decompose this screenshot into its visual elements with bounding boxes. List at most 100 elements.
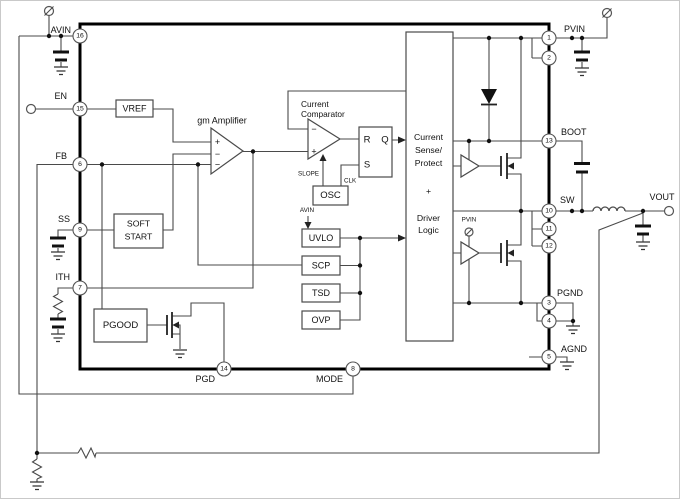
pin-label-sw: SW <box>560 195 575 205</box>
current-comparator-label-1: Current <box>301 99 329 109</box>
wiring-external-left <box>18 15 354 482</box>
pin-number: 14 <box>220 366 228 373</box>
vout-label: VOUT <box>649 192 675 202</box>
vout-terminal <box>663 205 675 217</box>
feedback-lower-resistor <box>31 458 43 480</box>
arrowheads <box>304 136 406 242</box>
pin-11-sw: 11 <box>541 221 557 237</box>
pin-10-sw: 10 <box>541 203 557 219</box>
avin-capacitor <box>53 50 69 62</box>
pin-4-pgnd: 4 <box>541 313 557 329</box>
comp-plus-glyph: + <box>311 147 316 157</box>
main-block-label-3: Protect <box>415 158 443 168</box>
pin-5-agnd: 5 <box>541 349 557 365</box>
pin-label-ith: ITH <box>56 272 71 282</box>
tsd-label: TSD <box>312 288 331 298</box>
soft-start-box <box>113 213 164 249</box>
pin-14-pgd: 14 <box>216 361 232 377</box>
scp-box <box>301 255 341 276</box>
gm-amplifier-label: gm Amplifier <box>197 116 247 126</box>
pin-number: 4 <box>547 318 551 325</box>
boot-capacitor <box>574 162 590 174</box>
uvlo-label: UVLO <box>309 233 334 243</box>
pin-1-pvin: 1 <box>541 30 557 46</box>
pin-label-en: EN <box>54 91 67 101</box>
pin-16-avin: 16 <box>72 28 88 44</box>
main-block-label-6: Logic <box>418 225 439 235</box>
ss-capacitor <box>50 236 66 248</box>
amp-plus-glyph: + <box>215 137 220 147</box>
pin-8-mode: 8 <box>345 361 361 377</box>
main-block-label-2: Sense/ <box>415 145 443 155</box>
ith-resistor <box>52 293 64 315</box>
latch-q-arrow <box>398 136 406 144</box>
ovp-label: OVP <box>311 315 330 325</box>
high-side-mosfet <box>500 153 514 179</box>
pin-label-ss: SS <box>58 214 70 224</box>
protect-bus-arrow <box>398 234 406 242</box>
scp-label: SCP <box>312 261 331 271</box>
output-inductor <box>592 206 626 212</box>
pvin-driver-label: PVIN <box>462 217 477 224</box>
pvin-supply-terminal <box>601 7 613 19</box>
ground-symbols <box>30 66 650 491</box>
soft-start-label-2: START <box>125 232 153 242</box>
osc-label: OSC <box>320 190 341 201</box>
pin-number: 7 <box>78 285 82 292</box>
current-comparator-label-2: Comparator <box>301 109 345 119</box>
pin-6-fb: 6 <box>72 156 88 173</box>
pin-13-boot: 13 <box>541 133 557 149</box>
vref-label: VREF <box>122 104 147 114</box>
pin-label-pvin: PVIN <box>564 24 585 34</box>
pin-number: 3 <box>547 300 551 307</box>
pin-15-en: 15 <box>72 101 88 117</box>
pin-label-avin: AVIN <box>51 25 71 35</box>
amp-minus-glyph: − <box>215 149 220 159</box>
pin-label-agnd: AGND <box>561 344 588 354</box>
pgood-box <box>93 308 148 343</box>
pin-label-boot: BOOT <box>561 127 587 137</box>
pin-number: 11 <box>545 226 552 233</box>
amp-minus-glyph: − <box>215 160 220 170</box>
pin-2-pvin: 2 <box>541 50 557 66</box>
current-comparator-symbol <box>307 117 342 161</box>
pin-label-pgnd: PGND <box>557 288 584 298</box>
pin-label-fb: FB <box>55 151 67 161</box>
pgood-mosfet <box>166 312 179 338</box>
low-side-mosfet <box>500 240 514 266</box>
driver-logic-block <box>405 31 454 342</box>
pin-12-sw: 12 <box>541 238 557 254</box>
output-capacitor <box>635 224 651 236</box>
pgood-label: PGOOD <box>103 320 139 331</box>
vref-box <box>115 99 154 118</box>
tsd-box <box>301 283 341 303</box>
feedback-series-resistor <box>77 446 97 460</box>
pin-label-mode: MODE <box>316 374 343 384</box>
clk-label: CLK <box>344 178 357 185</box>
pvin-capacitor <box>574 50 590 62</box>
main-block-label-1: Current <box>414 132 444 142</box>
pin-number: 16 <box>76 33 84 40</box>
main-block-label-5: Driver <box>417 213 440 223</box>
pin-number: 15 <box>76 106 84 113</box>
comp-minus-glyph: − <box>311 124 316 134</box>
pin-number: 9 <box>78 227 82 234</box>
bootstrap-diode <box>481 89 497 106</box>
pin-number: 5 <box>547 354 551 361</box>
pin-number: 8 <box>351 366 355 373</box>
latch-s-label: S <box>364 160 370 171</box>
low-side-driver <box>460 240 481 266</box>
ith-capacitor <box>50 317 66 329</box>
uvlo-box <box>301 228 341 248</box>
gm-amplifier-symbol <box>210 126 245 176</box>
pin-label-pgd: PGD <box>195 374 215 384</box>
slope-label: SLOPE <box>298 171 319 178</box>
ovp-box <box>301 310 341 330</box>
ic-boundary <box>78 22 551 371</box>
osc-box <box>312 185 349 206</box>
pin-number: 1 <box>547 35 551 42</box>
latch-q-label: Q <box>381 135 388 146</box>
junction-dots <box>34 33 646 456</box>
main-block-label-4: + <box>426 186 431 196</box>
